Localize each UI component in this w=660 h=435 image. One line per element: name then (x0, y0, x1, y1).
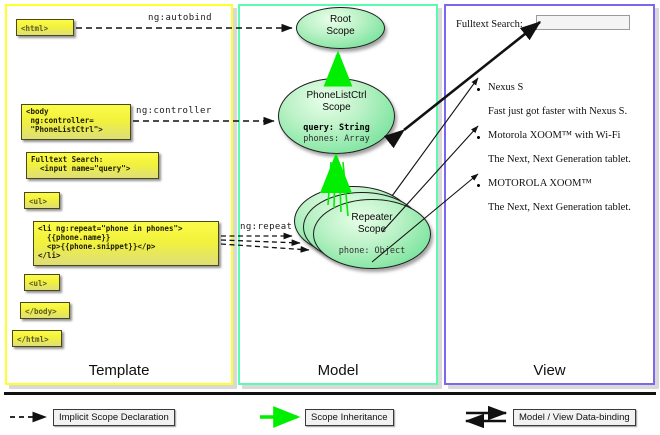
repeater-phone-prop: phone: Object (338, 246, 406, 256)
view-item-snippet-1: Fast just got faster with Nexus S. (488, 106, 628, 117)
view-item-name-1: Nexus S (488, 82, 524, 93)
view-fulltext-search-label: Fulltext Search: (456, 19, 523, 30)
html-open-tag-box: <html> (16, 19, 74, 36)
phonelistctrl-scope-label: PhoneListCtrl Scope (278, 90, 395, 113)
repeater-scope-title-line2: Scope (357, 223, 387, 235)
repeater-scope-title-line1: Repeater (351, 212, 393, 223)
legend-divider (4, 392, 656, 395)
phonelistctrl-scope-title-line2: Scope (322, 101, 351, 113)
root-scope-title-line1: Root (329, 14, 352, 25)
view-search-input[interactable] (536, 15, 630, 30)
fulltext-search-markup-box: Fulltext Search: <input name="query"> (26, 152, 159, 179)
root-scope-ellipse (296, 7, 385, 49)
view-item-snippet-3: The Next, Next Generation tablet. (488, 202, 631, 213)
repeater-scope-label: Repeater Scope (313, 212, 431, 235)
view-item-name-3: MOTOROLA XOOM™ (488, 178, 592, 189)
view-bullet-dot-2 (477, 136, 480, 139)
view-bullet-dot-1 (477, 88, 480, 91)
legend-model-view-data-binding: Model / View Data-binding (513, 409, 636, 426)
html-close-tag-box: </html> (12, 330, 62, 347)
body-open-tag-box: <body ng:controller= "PhoneListCtrl"> (21, 104, 131, 140)
template-panel-label: Template (88, 362, 150, 379)
model-panel-label: Model (317, 362, 359, 379)
repeater-scope-props: phone: Object (313, 246, 431, 257)
phonelistctrl-scope-title-line1: PhoneListCtrl (306, 90, 367, 101)
view-bullet-dot-3 (477, 184, 480, 187)
li-repeat-markup-box: <li ng:repeat="phone in phones"> {{phone… (33, 221, 219, 266)
ul-close-tag-box: <ul> (24, 274, 60, 291)
root-scope-title-line2: Scope (326, 25, 355, 37)
body-close-tag-box: </body> (20, 302, 70, 319)
root-scope-label: Root Scope (296, 14, 385, 37)
phonelistctrl-query-prop: query: String (303, 123, 370, 133)
ng-repeat-label: ng:repeat (240, 222, 293, 232)
ng-controller-label: ng:controller (136, 106, 212, 116)
ng-autobind-label: ng:autobind (148, 13, 213, 23)
phonelistctrl-scope-props: query: String phones: Array (278, 123, 395, 144)
legend-glyph-model-view-data-binding (464, 405, 508, 429)
legend-implicit-scope-declaration: Implicit Scope Declaration (53, 409, 175, 426)
legend-scope-inheritance: Scope Inheritance (305, 409, 394, 426)
ul-open-tag-box: <ul> (24, 192, 60, 209)
view-item-snippet-2: The Next, Next Generation tablet. (488, 154, 631, 165)
view-panel-label: View (533, 362, 566, 379)
view-item-name-2: Motorola XOOM™ with Wi-Fi (488, 130, 621, 141)
view-panel (444, 4, 655, 385)
phonelistctrl-phones-prop: phones: Array (303, 133, 370, 144)
phonelistctrl-scope-ellipse (278, 78, 395, 154)
